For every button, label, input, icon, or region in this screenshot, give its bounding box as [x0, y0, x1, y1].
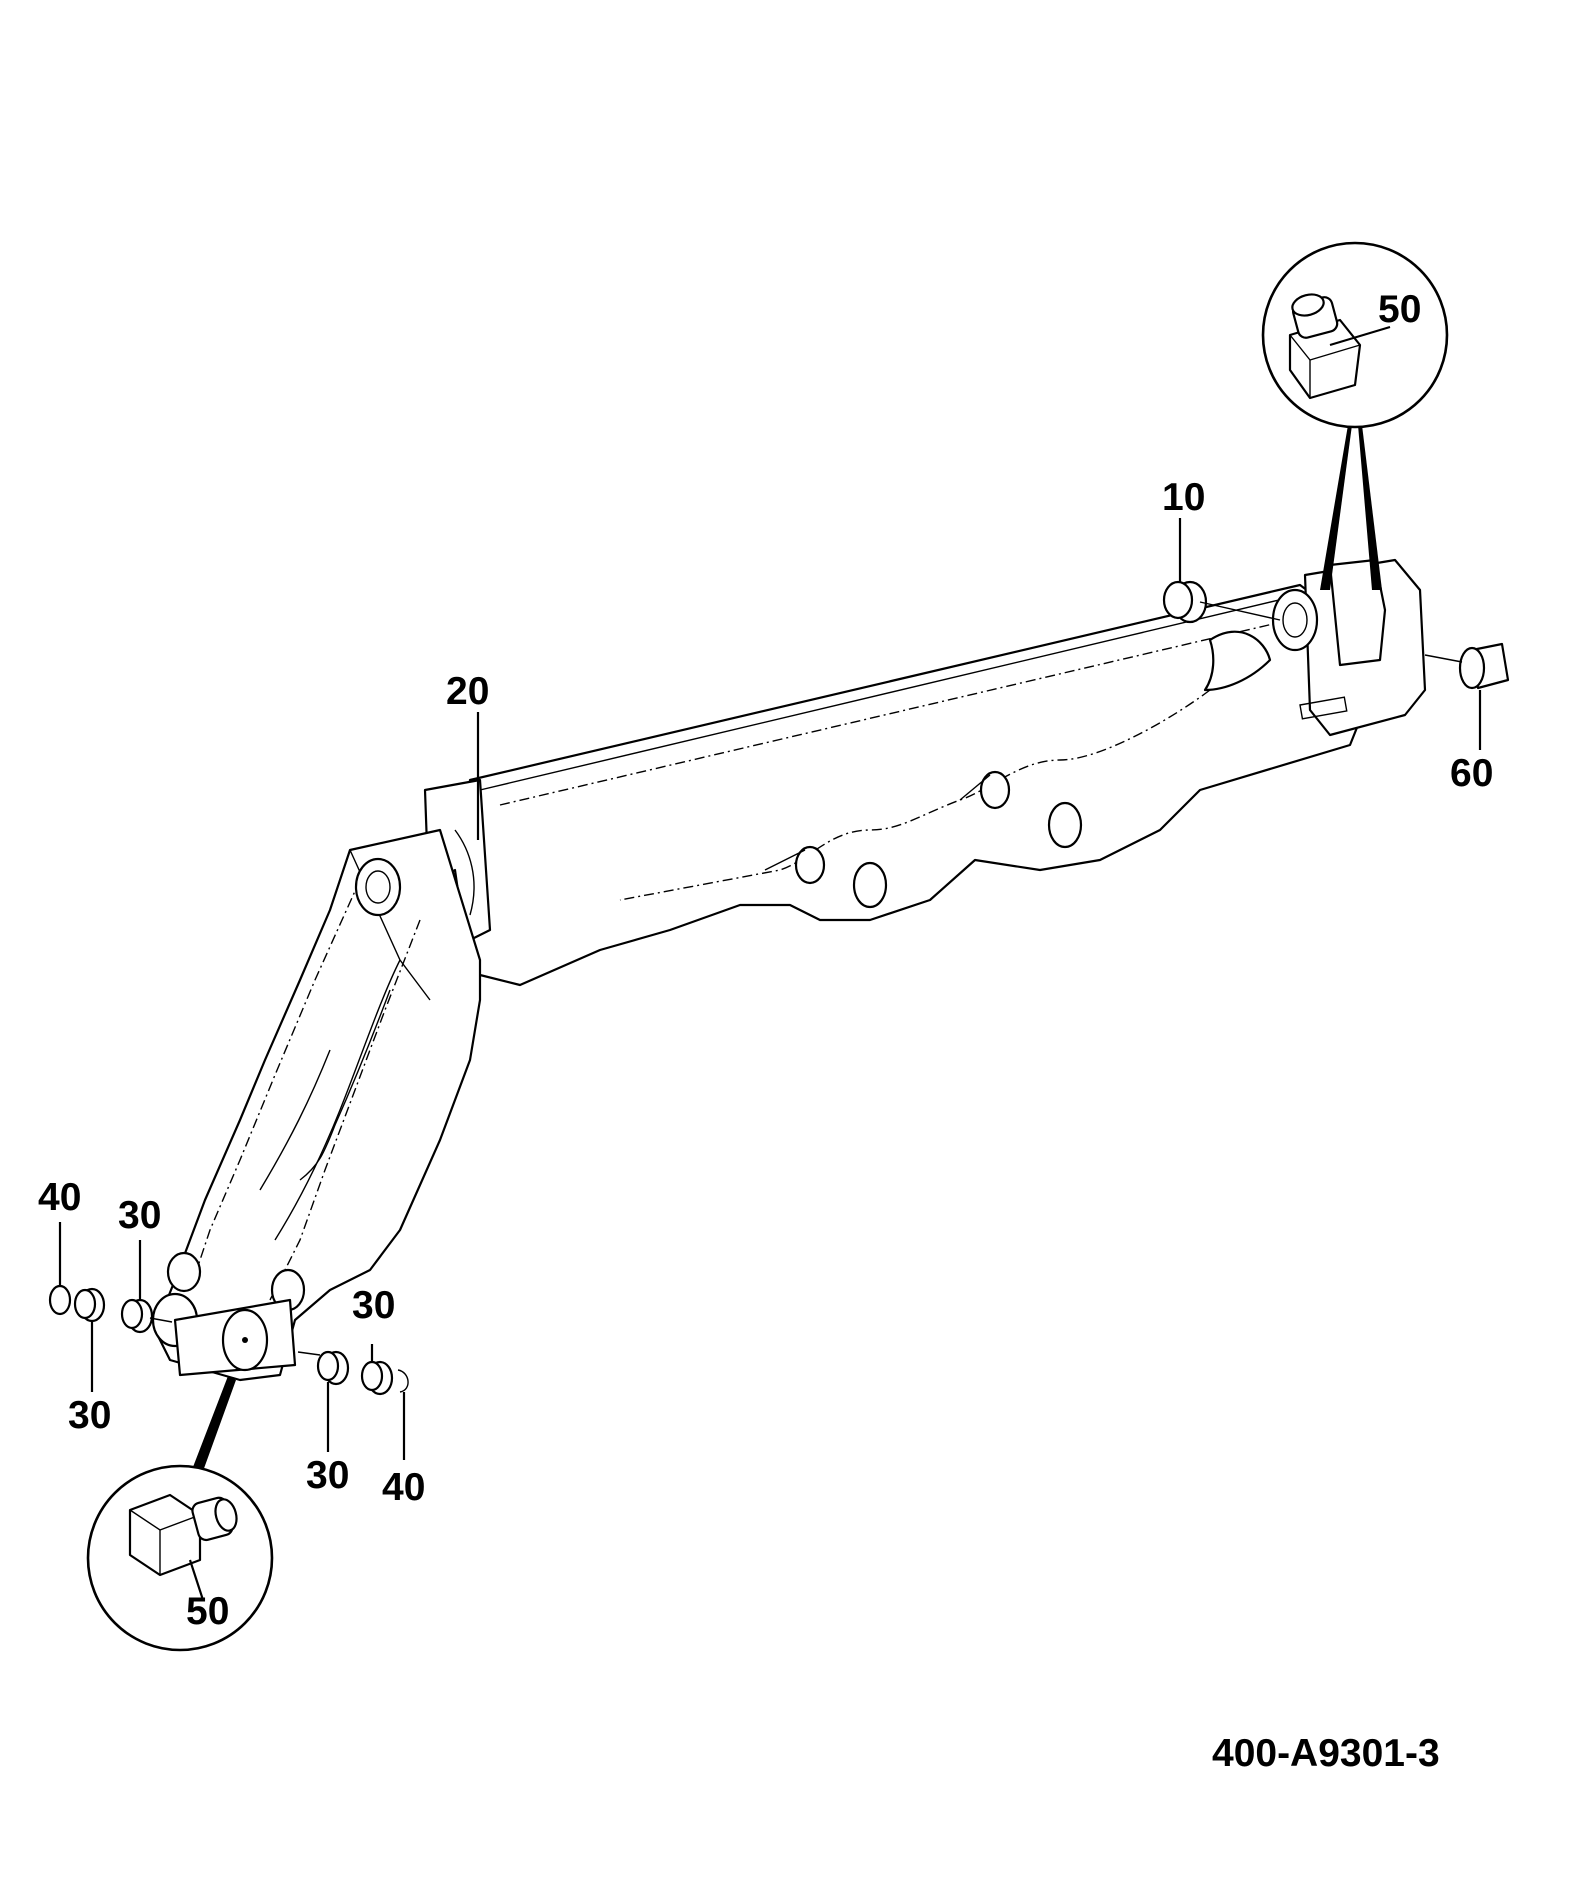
callout-40-left: 40 — [38, 1176, 81, 1219]
callout-30-bottom-left: 30 — [68, 1394, 111, 1437]
bush-10 — [1162, 580, 1281, 624]
callout-50-bottom: 50 — [186, 1590, 229, 1633]
callout-50-top: 50 — [1378, 288, 1421, 331]
callout-40-right: 40 — [382, 1466, 425, 1509]
right-bushes — [297, 1350, 409, 1396]
detail-circle-bottom — [86, 1376, 274, 1652]
bush-60 — [1424, 642, 1510, 690]
boom-assembly — [151, 558, 1427, 1382]
detail-circle-top — [1261, 241, 1449, 590]
callout-30-bottom-right: 30 — [306, 1454, 349, 1497]
callout-30-top-left: 30 — [118, 1194, 161, 1237]
callout-10: 10 — [1162, 476, 1205, 519]
callout-20: 20 — [446, 670, 489, 713]
figure-id-label: 400-A9301-3 — [1212, 1732, 1440, 1775]
grease-nipple-icon — [1288, 293, 1362, 400]
callout-60: 60 — [1450, 752, 1493, 795]
grease-nipple-icon — [128, 1493, 238, 1577]
callout-30-top-right: 30 — [352, 1284, 395, 1327]
leader-lines — [58, 518, 1482, 1460]
